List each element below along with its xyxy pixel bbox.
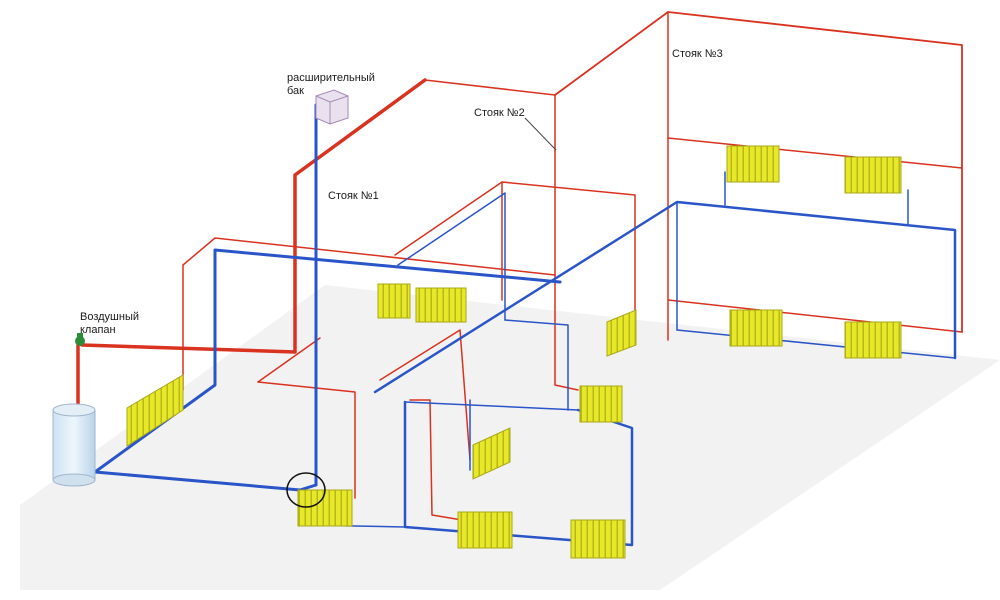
radiator-icon — [297, 489, 353, 527]
air-valve-icon — [75, 333, 85, 346]
radiator-icon — [729, 309, 783, 347]
riser2-label: Стояк №2 — [474, 107, 525, 119]
expansion-tank-label-line1: расширительный — [287, 72, 375, 84]
expansion-tank-label-line2: бак — [287, 85, 304, 97]
air-valve-label-line1: Воздушный — [80, 311, 140, 323]
radiator-icon — [606, 309, 637, 357]
radiator-icon — [126, 374, 184, 447]
air-valve-label: Воздушный клапан — [80, 311, 139, 337]
radiator-icon — [457, 511, 513, 549]
expansion-tank-label: расширительный бак — [287, 72, 375, 98]
supply-pipes — [76, 11, 963, 521]
expansion-tank-icon — [315, 89, 349, 125]
air-valve-label-line2: клапан — [80, 324, 116, 336]
radiator-icon — [844, 321, 902, 359]
highlight-circle — [286, 472, 326, 508]
radiator-icon — [726, 145, 780, 183]
riser2-leader — [524, 117, 557, 151]
riser3-label: Стояк №3 — [672, 48, 723, 60]
radiator-icon — [377, 283, 411, 319]
riser1-label: Стояк №1 — [328, 190, 379, 202]
radiator-icon — [844, 156, 902, 194]
radiator-icon — [415, 287, 467, 323]
radiator-icon — [579, 385, 623, 423]
radiator-icon — [472, 427, 511, 480]
boiler-icon — [52, 403, 96, 487]
radiator-icon — [570, 519, 626, 559]
